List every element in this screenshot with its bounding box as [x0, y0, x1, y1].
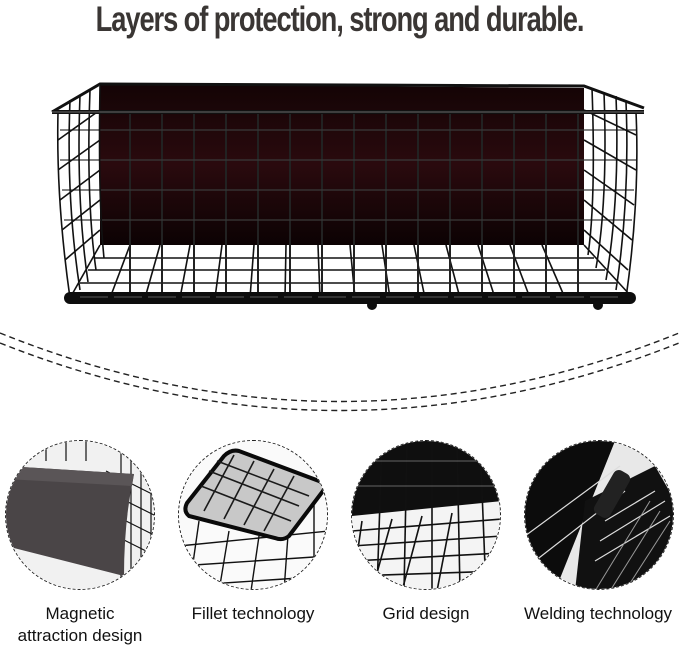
feature-image-grid — [351, 440, 501, 590]
feature-image-fillet — [178, 440, 328, 590]
caption-line-1: Magnetic — [45, 604, 115, 623]
caption-line-1: Welding technology — [524, 604, 673, 623]
caption-line-1: Fillet technology — [191, 604, 315, 623]
feature-caption-welding: Welding technology — [524, 603, 679, 625]
caption-line-1: Grid design — [382, 604, 470, 623]
basket-product-image — [51, 82, 645, 310]
headline: Layers of protection, strong and durable… — [95, 0, 585, 39]
decorative-dashed-arc — [0, 332, 679, 412]
feature-caption-magnetic: Magnetic attraction design — [5, 603, 155, 647]
feature-caption-grid: Grid design — [351, 603, 501, 625]
feature-image-magnetic — [5, 440, 155, 590]
caption-line-2: attraction design — [17, 626, 143, 645]
feature-caption-fillet: Fillet technology — [178, 603, 328, 625]
feature-image-welding — [524, 440, 674, 590]
